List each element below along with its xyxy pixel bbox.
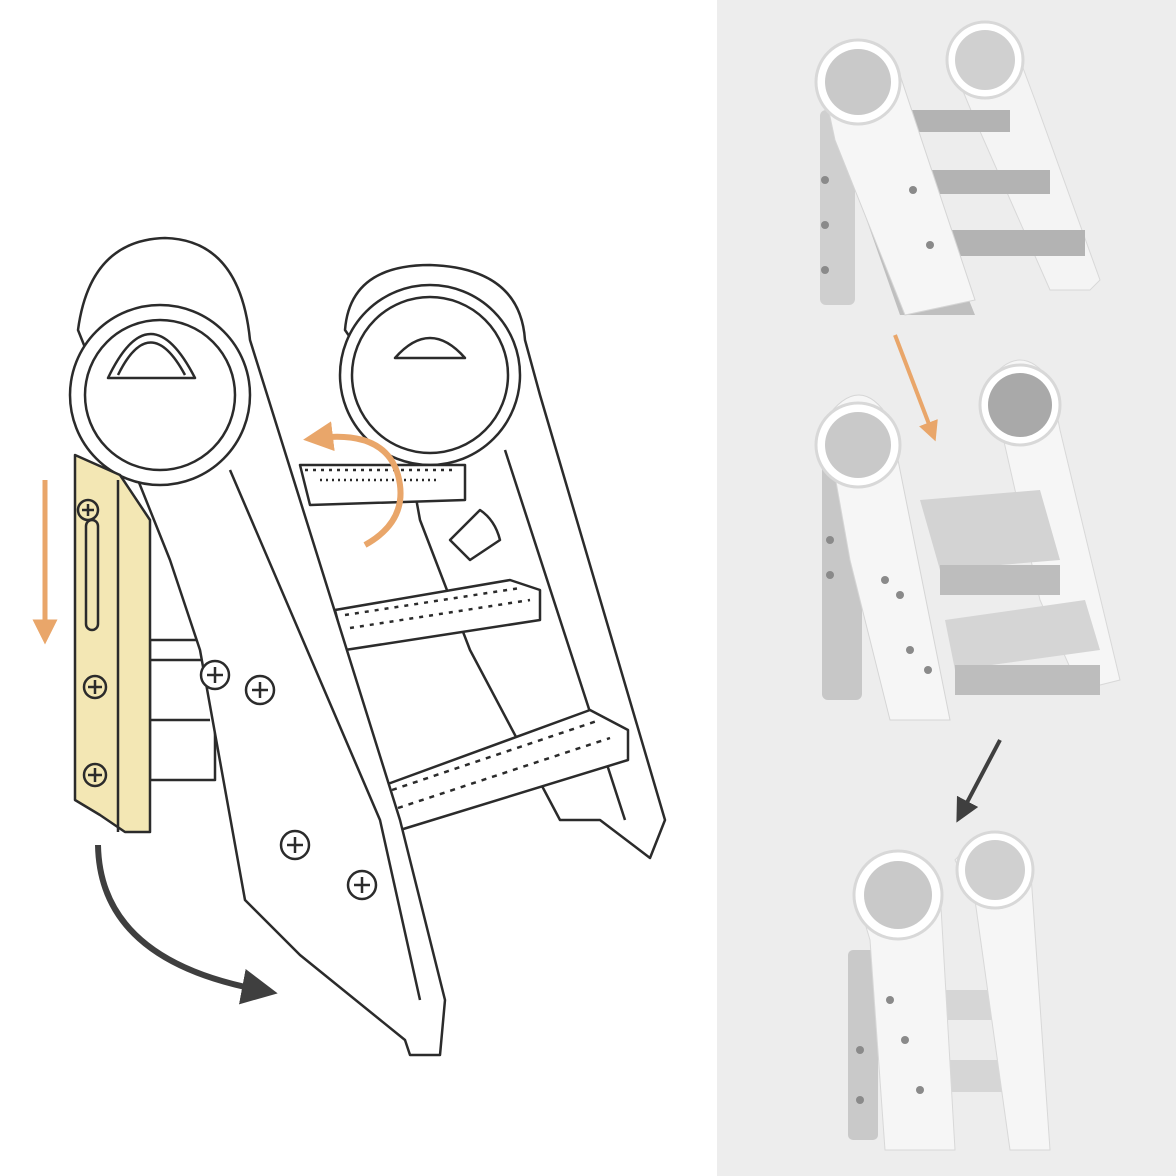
rotate-arrow-icon — [303, 421, 404, 548]
stool-photo-folded-compact — [848, 830, 1051, 1151]
screw-icon — [346, 869, 378, 901]
screw-icon — [279, 829, 311, 861]
arrow-down-icon — [956, 739, 1002, 823]
back-handle-grip — [393, 336, 467, 360]
stool-photo-unfolded-3-step — [814, 20, 1101, 316]
front-handle-grip — [106, 333, 197, 380]
line-art-stool — [68, 236, 667, 1057]
curved-arrow-icon — [95, 844, 278, 1005]
folding-brace — [73, 453, 152, 834]
screw-icon — [82, 674, 108, 700]
screw-icon — [244, 674, 276, 706]
screw-icon — [199, 659, 231, 691]
screw-icon — [76, 498, 100, 522]
arrow-down-icon — [893, 334, 938, 442]
stool-photo-converted-2-step — [814, 359, 1121, 721]
screw-icon — [82, 762, 108, 788]
top-step — [298, 463, 467, 507]
